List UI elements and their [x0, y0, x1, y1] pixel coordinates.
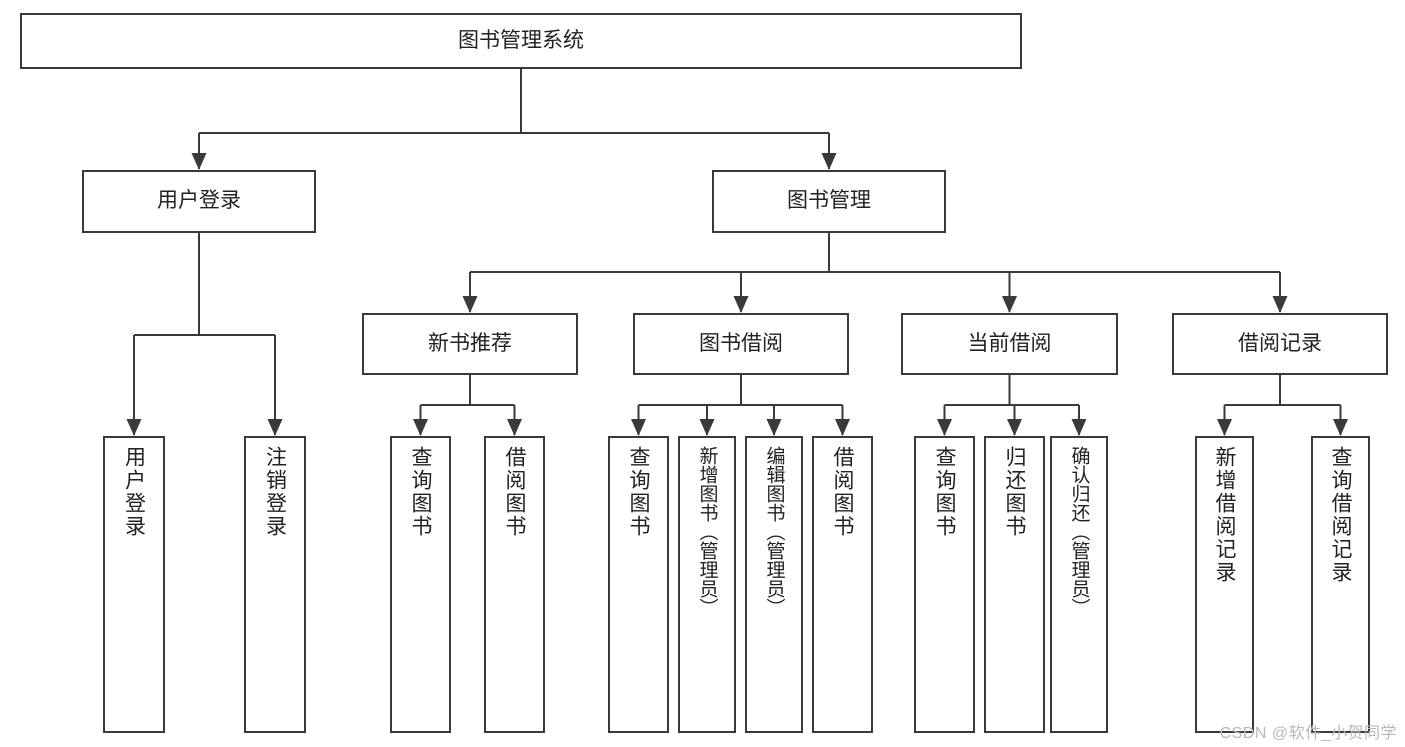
arrow-head-icon — [766, 419, 782, 436]
node-leaf-query-book-2[interactable]: 查询图书 — [608, 436, 669, 733]
arrow-head-icon — [835, 419, 850, 436]
node-leaf-user-login[interactable]: 用户登录 — [103, 436, 165, 733]
arrow-head-icon — [507, 419, 522, 436]
node-leaf-add-record[interactable]: 新增借阅记录 — [1195, 436, 1254, 733]
arrow-head-icon — [733, 296, 749, 313]
arrow-head-icon — [1217, 419, 1232, 436]
node-label: 当前借阅 — [967, 331, 1052, 355]
arrow-head-icon — [191, 153, 207, 170]
node-leaf-query-record[interactable]: 查询借阅记录 — [1311, 436, 1370, 733]
node-label: 归还图书 — [1003, 446, 1026, 538]
arrow-head-icon — [1002, 296, 1017, 313]
node-label: 借阅记录 — [1238, 331, 1322, 355]
node-leaf-query-book-1[interactable]: 查询图书 — [390, 436, 451, 733]
node-leaf-return-book[interactable]: 归还图书 — [984, 436, 1045, 733]
node-label: 查询图书 — [933, 446, 956, 538]
node-leaf-confirm-return[interactable]: 确认归还（管理员） — [1050, 436, 1108, 733]
arrow-head-icon — [1071, 419, 1087, 436]
node-leaf-query-book-3[interactable]: 查询图书 — [914, 436, 975, 733]
node-label: 图书借阅 — [699, 331, 783, 355]
arrow-head-icon — [699, 419, 715, 436]
node-borrow-record[interactable]: 借阅记录 — [1172, 313, 1388, 375]
node-leaf-add-book[interactable]: 新增图书（管理员） — [678, 436, 736, 733]
arrow-head-icon — [462, 296, 478, 313]
arrow-head-icon — [1007, 419, 1022, 436]
arrow-head-icon — [821, 153, 837, 170]
watermark-text: CSDN @软件_小贺同学 — [1219, 725, 1397, 742]
node-label: 查询图书 — [409, 446, 432, 538]
node-current-borrow[interactable]: 当前借阅 — [901, 313, 1118, 375]
node-label: 新书推荐 — [428, 331, 512, 355]
node-label: 查询图书 — [627, 446, 650, 538]
node-new-book-rec[interactable]: 新书推荐 — [362, 313, 578, 375]
node-label: 借阅图书 — [831, 446, 854, 538]
node-book-borrow[interactable]: 图书借阅 — [633, 313, 849, 375]
node-label: 图书管理 — [787, 189, 871, 213]
node-leaf-borrow-book-2[interactable]: 借阅图书 — [812, 436, 873, 733]
node-leaf-edit-book[interactable]: 编辑图书（管理员） — [745, 436, 803, 733]
arrow-head-icon — [267, 419, 283, 436]
node-root[interactable]: 图书管理系统 — [20, 13, 1022, 69]
node-leaf-borrow-book-1[interactable]: 借阅图书 — [484, 436, 545, 733]
arrow-head-icon — [1272, 296, 1288, 313]
node-label: 新增借阅记录 — [1213, 446, 1236, 584]
arrow-head-icon — [413, 419, 428, 436]
node-book-manage[interactable]: 图书管理 — [712, 170, 946, 233]
node-label: 确认归还（管理员） — [1068, 446, 1090, 617]
node-label: 借阅图书 — [503, 446, 526, 538]
node-label: 新增图书（管理员） — [696, 446, 718, 617]
arrow-head-icon — [126, 419, 142, 436]
arrow-head-icon — [631, 419, 646, 436]
arrow-head-icon — [937, 419, 952, 436]
node-label: 查询借阅记录 — [1329, 446, 1352, 584]
node-label: 注销登录 — [263, 446, 287, 538]
node-user-login[interactable]: 用户登录 — [82, 170, 316, 233]
node-label: 用户登录 — [122, 446, 146, 538]
node-leaf-logout[interactable]: 注销登录 — [244, 436, 306, 733]
node-label: 编辑图书（管理员） — [763, 446, 785, 617]
node-label: 图书管理系统 — [458, 28, 584, 52]
node-label: 用户登录 — [157, 189, 241, 213]
arrow-head-icon — [1333, 419, 1348, 436]
